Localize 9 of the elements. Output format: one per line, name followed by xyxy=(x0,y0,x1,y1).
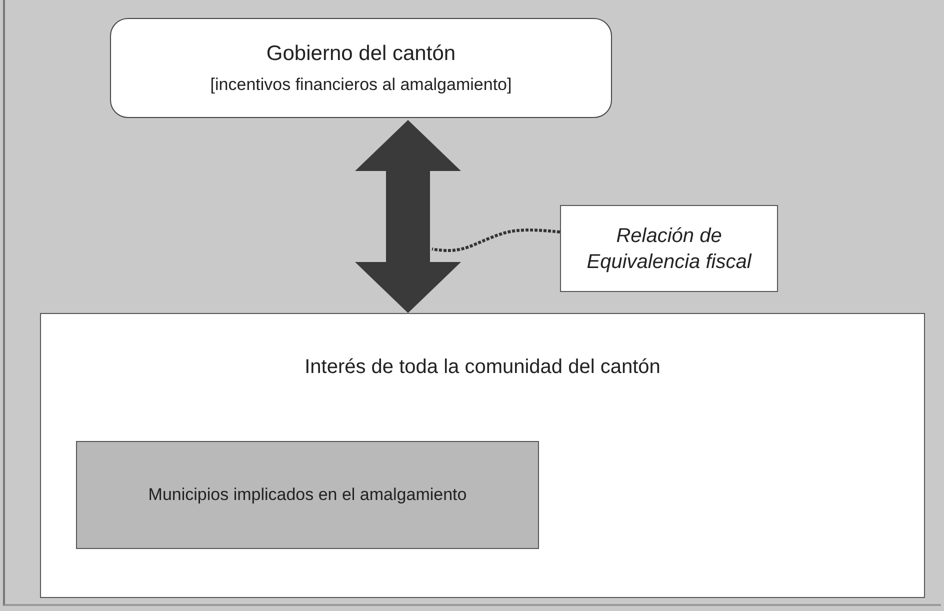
community-box xyxy=(40,313,925,598)
node-subtitle: [incentivos financieros al amalgamiento] xyxy=(210,74,512,96)
node-title: Interés de toda la comunidad del cantón xyxy=(304,355,660,380)
node-title: Gobierno del cantón xyxy=(266,41,456,68)
node-title: Municipios implicados en el amalgamiento xyxy=(148,484,467,506)
note-box xyxy=(560,205,778,292)
municipalities-box xyxy=(76,441,539,549)
government-box xyxy=(110,18,612,118)
node-title: Relación de Equivalencia fiscal xyxy=(586,224,753,274)
